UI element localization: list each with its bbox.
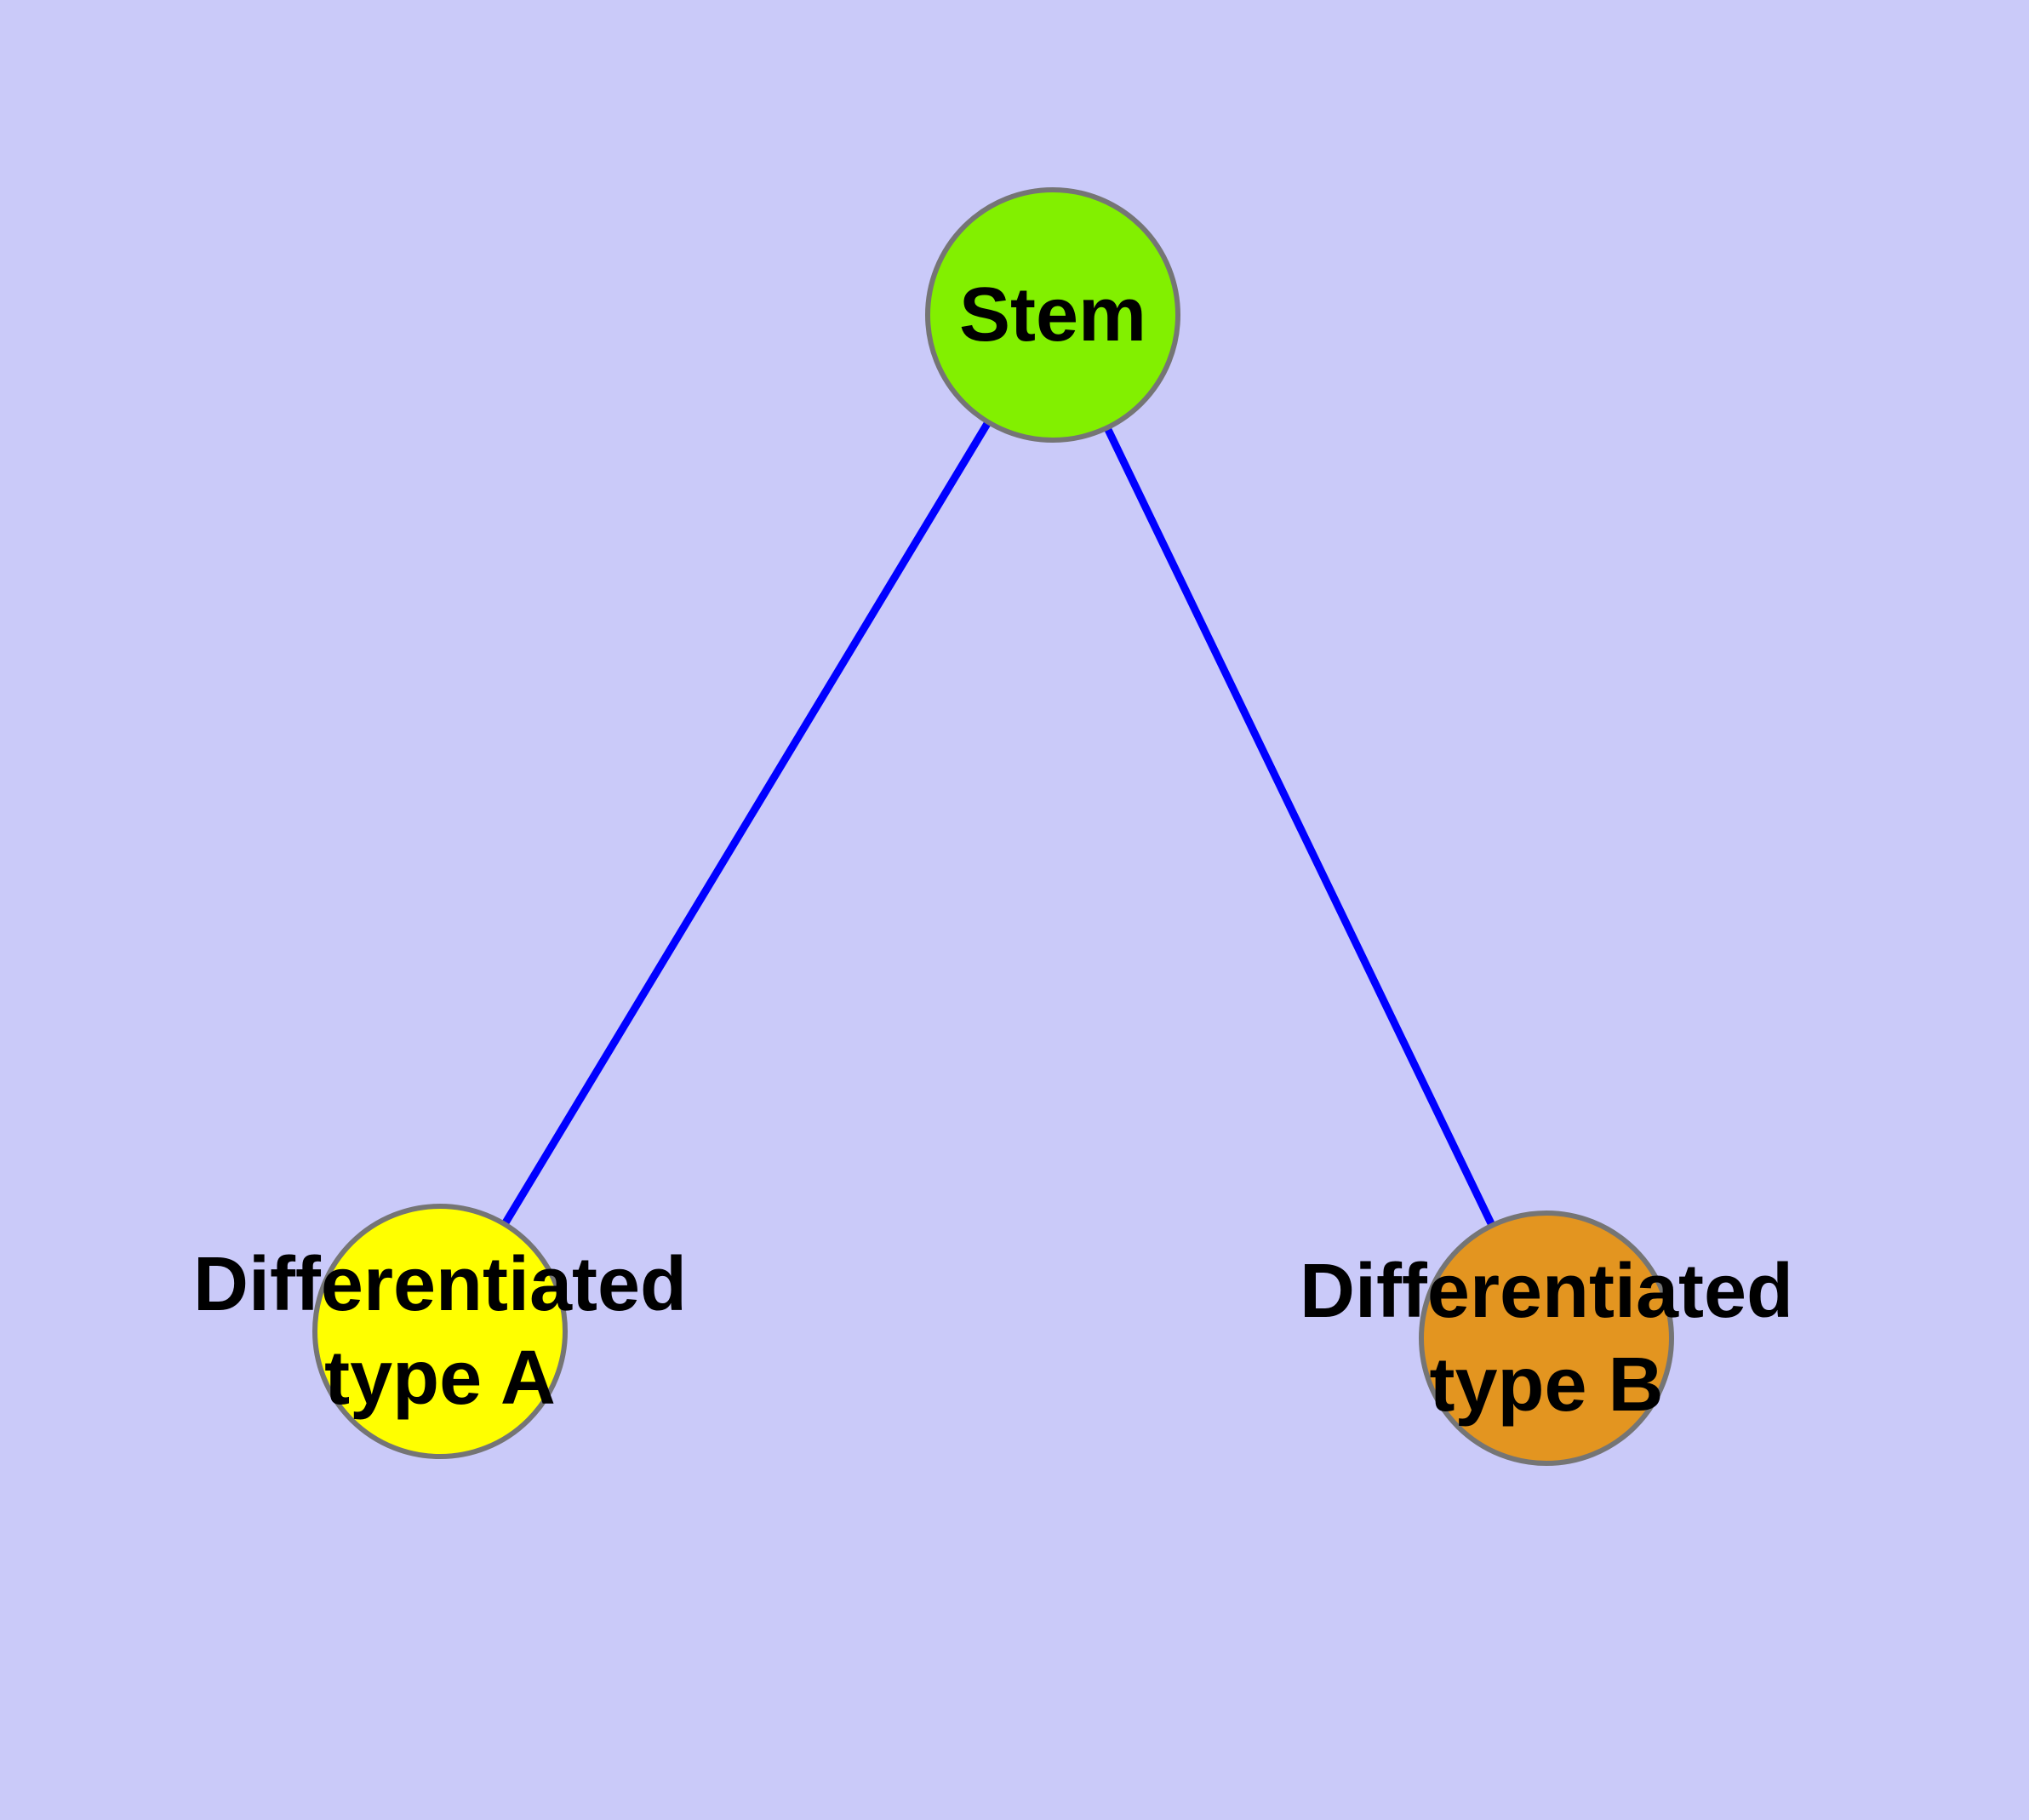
edge-stem-to-type-a xyxy=(437,312,1056,1334)
node-differentiated-type-b xyxy=(1419,1210,1674,1466)
node-type-a-label-line1: Differentiated xyxy=(192,1242,688,1327)
node-differentiated-type-a xyxy=(312,1204,568,1459)
node-stem-label: Stem xyxy=(712,268,1393,362)
node-differentiated-type-a-label: Differentiated type A xyxy=(100,1238,780,1425)
edge-stem-to-type-b xyxy=(1049,313,1551,1340)
node-type-a-label-line2: type A xyxy=(324,1336,556,1421)
node-stem xyxy=(925,187,1180,443)
node-stem-label-text: Stem xyxy=(958,272,1147,358)
node-type-b-label-line2: type B xyxy=(1429,1342,1664,1428)
node-differentiated-type-b-label: Differentiated type B xyxy=(1206,1245,1887,1432)
node-type-b-label-line1: Differentiated xyxy=(1299,1249,1794,1334)
